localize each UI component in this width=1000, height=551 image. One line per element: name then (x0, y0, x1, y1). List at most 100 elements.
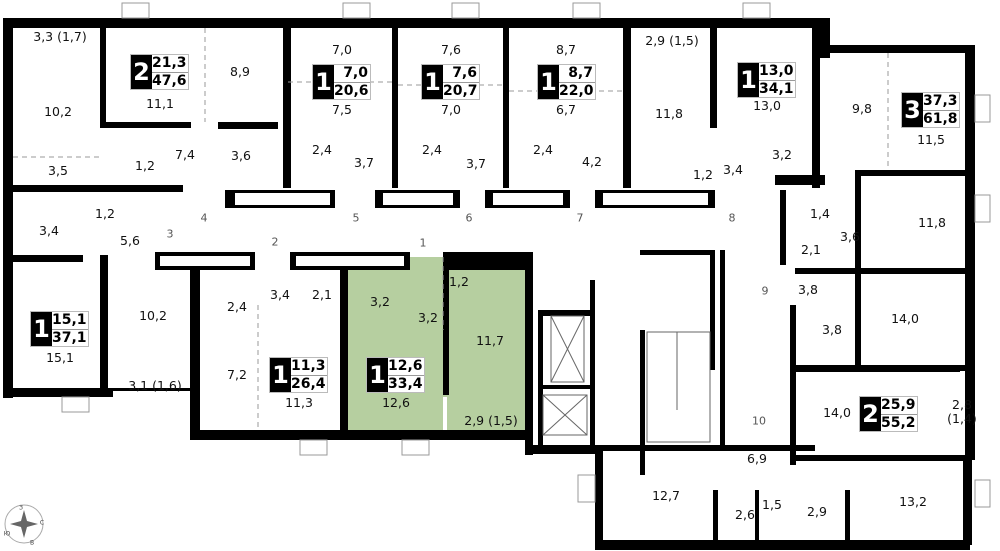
room-area-label: 7,0 (441, 102, 461, 117)
room-area-label: 2,9 (1,5) (464, 413, 518, 428)
living-area: 37,3 (923, 93, 959, 111)
room-area-label: 3,2 (370, 294, 390, 309)
room-area-label: 2,9 (1,5) (645, 33, 699, 48)
walls (3, 18, 975, 550)
room-count: 1 (367, 358, 388, 392)
entrance-number: 7 (576, 211, 584, 225)
living-area: 15,1 (52, 312, 88, 330)
room-count: 1 (313, 65, 334, 99)
room-count: 1 (31, 312, 52, 346)
entrance-number: 5 (352, 211, 360, 225)
total-area: 55,2 (881, 414, 916, 431)
compass-icon (4, 504, 44, 544)
room-area-label: 10,2 (139, 308, 167, 323)
room-count: 2 (860, 397, 881, 431)
total-area: 20,7 (443, 82, 478, 99)
room-area-label: 2,4 (422, 142, 442, 157)
room-count: 1 (738, 63, 759, 97)
living-area: 7,0 (334, 65, 370, 83)
living-area: 21,3 (152, 55, 188, 73)
room-area-label: 3,2 (772, 147, 792, 162)
room-area-label: 11,8 (655, 106, 683, 121)
room-count: 1 (422, 65, 443, 99)
entrance-number: 4 (200, 211, 208, 225)
room-area-label: 1,2 (693, 167, 713, 182)
room-area-label: 4,2 (582, 154, 602, 169)
room-count: 2 (131, 55, 152, 89)
room-area-label: 3,6 (231, 148, 251, 163)
room-area-label: 2,4 (533, 142, 553, 157)
room-area-label: 6,7 (556, 102, 576, 117)
room-area-label: 1,2 (449, 274, 469, 289)
entrance-number: 10 (752, 414, 766, 428)
entrance-number: 8 (728, 211, 736, 225)
room-area-label: 13,0 (753, 98, 781, 113)
room-area-label: 11,7 (476, 333, 504, 348)
entrance-number: 6 (465, 211, 473, 225)
room-area-label: 7,6 (441, 42, 461, 57)
room-area-label: 1,2 (135, 158, 155, 173)
compass-rose: З С В Ю (3, 504, 45, 547)
room-area-label: 10,2 (44, 104, 72, 119)
room-area-label: 5,6 (120, 233, 140, 248)
room-area-label: 1,5 (762, 497, 782, 512)
room-area-label: 3,7 (354, 155, 374, 170)
room-area-label: 1,4 (810, 206, 830, 221)
room-area-label: 3,4 (723, 162, 743, 177)
room-area-label: 1,2 (95, 206, 115, 221)
living-area: 11,3 (291, 358, 327, 376)
room-area-label: 3,8 (798, 282, 818, 297)
living-area: 8,7 (559, 65, 595, 83)
living-area: 7,6 (443, 65, 479, 83)
entrance-number: 1 (419, 236, 427, 250)
room-area-label: 11,5 (917, 132, 945, 147)
room-area-label: 3,4 (39, 223, 59, 238)
room-area-label: 3,7 (466, 156, 486, 171)
room-area-label: 2,8 (1,4) (947, 397, 977, 426)
total-area: 61,8 (923, 110, 958, 127)
room-area-label: 8,7 (556, 42, 576, 57)
room-count: 1 (270, 358, 291, 392)
room-area-label: 11,3 (285, 395, 313, 410)
total-area: 34,1 (759, 80, 794, 97)
balconies (61, 2, 991, 508)
living-area: 25,9 (881, 397, 917, 415)
compass-east: В (29, 539, 35, 547)
room-area-label: 8,9 (230, 64, 250, 79)
room-count: 3 (902, 93, 923, 127)
room-area-label: 3,5 (48, 163, 68, 178)
room-area-label: 12,7 (652, 488, 680, 503)
room-area-label: 14,0 (823, 405, 851, 420)
room-area-label: 7,4 (175, 147, 195, 162)
compass-south: Ю (3, 530, 11, 538)
room-area-label: 14,0 (891, 311, 919, 326)
room-area-label: 3,6 (840, 229, 860, 244)
room-area-label: 2,1 (312, 287, 332, 302)
room-area-label: 7,5 (332, 102, 352, 117)
total-area: 47,6 (152, 72, 187, 89)
room-area-label: 2,1 (801, 242, 821, 257)
room-area-label: 7,2 (227, 367, 247, 382)
compass-north: С (39, 519, 45, 527)
room-area-label: 3,1 (1,6) (128, 378, 182, 393)
room-area-label: 2,9 (807, 504, 827, 519)
room-area-label: 2,4 (227, 299, 247, 314)
room-area-label: 3,3 (1,7) (33, 29, 87, 44)
living-area: 13,0 (759, 63, 795, 81)
room-area-label: 3,2 (418, 310, 438, 325)
room-area-label: 11,8 (918, 215, 946, 230)
room-area-label: 12,6 (382, 395, 410, 410)
total-area: 22,0 (559, 82, 594, 99)
total-area: 37,1 (52, 329, 87, 346)
